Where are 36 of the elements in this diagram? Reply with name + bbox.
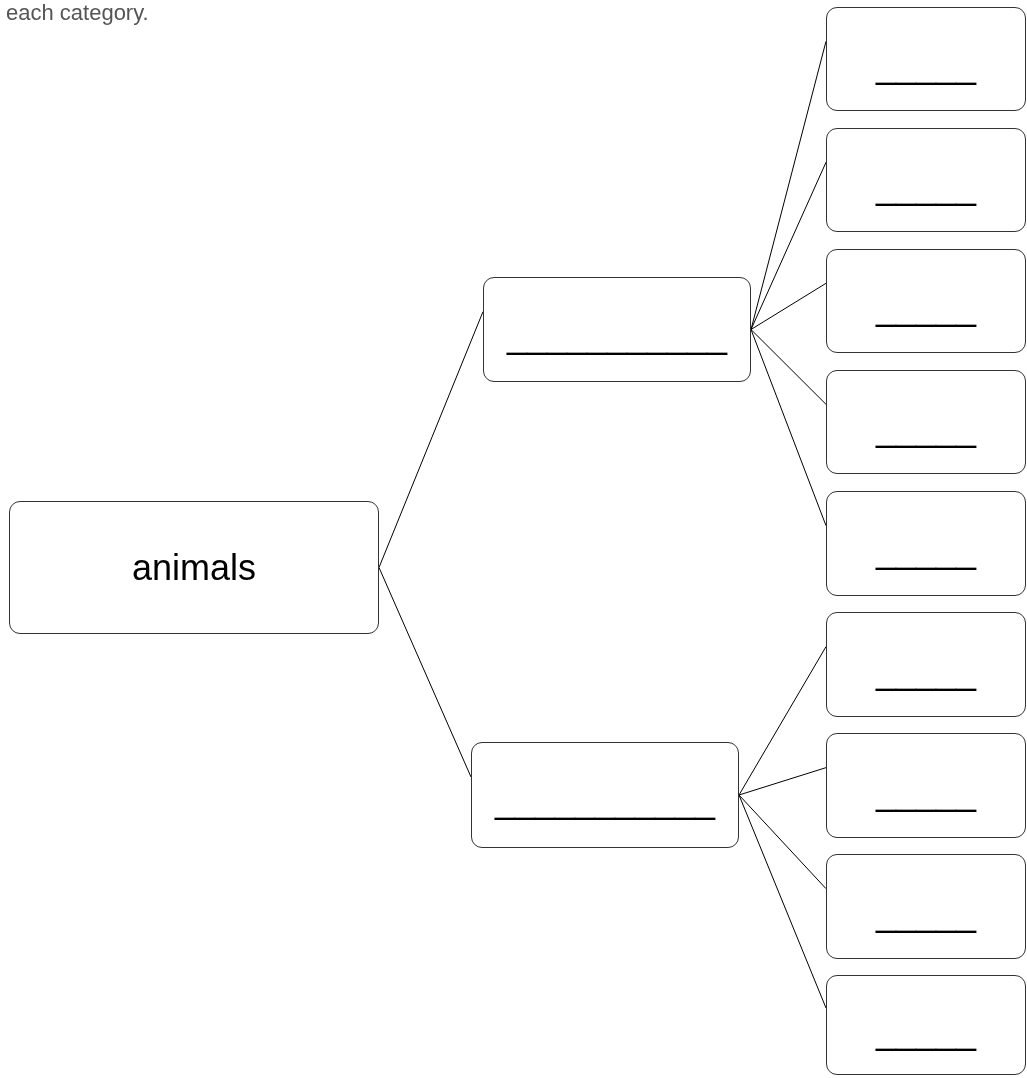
fill-in-line: _____ (875, 892, 977, 935)
fill-in-line: _____ (875, 1011, 977, 1053)
connector-line (750, 40, 827, 330)
fill-in-line: ___________ (506, 314, 728, 357)
answer-box (826, 612, 1026, 717)
connector-line (750, 329, 827, 405)
category-box (9, 501, 379, 634)
fill-in-line: _____ (875, 45, 977, 87)
instruction-text: each category. (6, 0, 149, 26)
fill-in-line: _____ (875, 408, 977, 450)
connector-line (750, 282, 827, 330)
connector-line (750, 329, 827, 527)
connector-line (738, 767, 827, 796)
fill-in-line: _____ (875, 529, 977, 572)
connector-line (738, 794, 827, 1009)
answer-box (471, 742, 739, 848)
connector-line (750, 161, 827, 330)
answer-box (826, 975, 1026, 1075)
connector-line (378, 311, 484, 568)
answer-box (826, 854, 1026, 959)
answer-box (826, 491, 1026, 596)
answer-box (826, 249, 1026, 353)
fill-in-line: _____ (875, 650, 977, 693)
fill-in-line: _____ (875, 166, 977, 208)
connector-line (378, 567, 472, 778)
answer-box (826, 128, 1026, 232)
connector-line (738, 646, 827, 796)
fill-in-line: _____ (875, 287, 977, 329)
answer-box (826, 733, 1026, 838)
answer-box (483, 277, 751, 382)
node-label: animals (131, 546, 257, 589)
fill-in-line: ___________ (494, 780, 716, 822)
answer-box (826, 370, 1026, 474)
connector-line (738, 794, 827, 890)
fill-in-line: _____ (875, 771, 977, 814)
answer-box (826, 7, 1026, 111)
